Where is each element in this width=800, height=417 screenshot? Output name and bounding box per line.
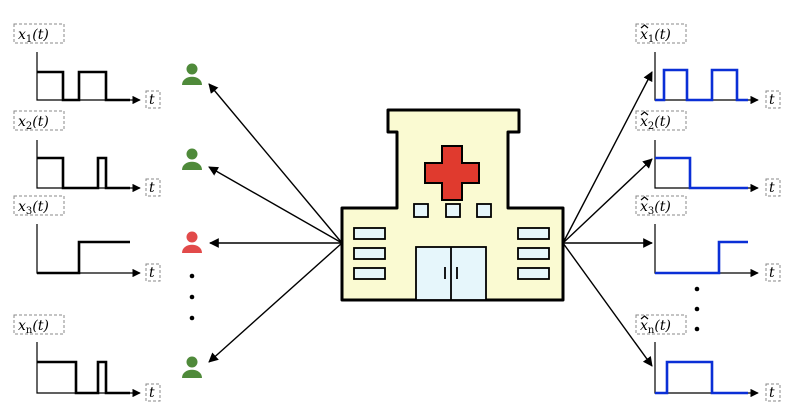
left-signal-1: x1(t) t — [13, 23, 161, 109]
hat-accent — [640, 111, 649, 116]
patients — [182, 63, 202, 378]
axis-t-label: t — [769, 265, 775, 281]
axis — [36, 140, 141, 193]
axis — [654, 52, 759, 105]
axis-t-label: t — [149, 265, 155, 281]
t-label-box — [765, 263, 781, 282]
t-label-box — [145, 263, 161, 282]
arrow-to-patient — [208, 83, 343, 244]
left-signal-3: x3(t) t — [13, 195, 161, 282]
axis-t-label: t — [149, 92, 155, 108]
axis-t-label: t — [149, 385, 155, 401]
right-signals: x1(t) t x2(t) t x3(t) t — [635, 23, 781, 402]
signal-label-box — [635, 110, 687, 131]
signal-label-xhat1: x1(t) — [640, 27, 671, 45]
signal-label-box — [635, 314, 687, 335]
signal-trace — [37, 240, 130, 275]
axis — [654, 342, 759, 398]
axis — [36, 52, 141, 105]
right-signal-1: x1(t) t — [635, 23, 781, 109]
hat-accent — [640, 315, 649, 320]
signal-label-xhatn: xn(t) — [640, 318, 671, 336]
person-icon-alert — [182, 231, 202, 253]
signal-label-box — [13, 23, 65, 44]
t-label-box — [765, 90, 781, 109]
estimated-signal-trace — [655, 360, 748, 395]
arrow-to-patient — [208, 166, 343, 244]
t-label-box — [145, 383, 161, 402]
arrow-to-estimate — [562, 71, 653, 244]
axis — [36, 224, 141, 278]
signal-label-xhat2: x2(t) — [640, 114, 671, 132]
person-icon — [182, 63, 202, 85]
signal-label-box — [13, 314, 65, 335]
right-signal-3: x3(t) t — [635, 195, 781, 282]
left-signal-n: xn(t) t — [13, 314, 161, 402]
arrow-to-estimate — [562, 158, 653, 244]
right-arrows — [562, 71, 653, 367]
signal-trace — [37, 360, 130, 395]
signal-label-x3: x3(t) — [18, 199, 49, 217]
hat-accent — [640, 196, 649, 201]
axis-t-label: t — [769, 92, 775, 108]
upper-windows — [413, 203, 492, 218]
signal-label-box — [13, 195, 65, 216]
right-signal-2: x2(t) t — [635, 110, 781, 197]
estimated-signal-trace — [655, 68, 748, 102]
right-wing-windows — [517, 227, 550, 280]
hospital-icon — [340, 108, 565, 302]
signal-label-box — [635, 195, 687, 216]
left-signals: x1(t) t x2(t) t x3(t) t xn(t) — [13, 23, 161, 402]
arrow-to-estimate — [562, 242, 653, 367]
left-wing-windows — [353, 227, 386, 280]
estimated-signal-trace — [655, 240, 748, 275]
person-icon — [182, 148, 202, 170]
signal-trace — [37, 156, 130, 190]
signal-label-x2: x2(t) — [18, 114, 49, 132]
signal-label-box — [13, 110, 65, 131]
t-label-box — [145, 90, 161, 109]
estimated-signal-trace — [655, 156, 748, 190]
signal-trace — [37, 70, 130, 102]
axis — [654, 224, 759, 278]
axis-t-label: t — [149, 180, 155, 196]
signal-label-box — [635, 23, 687, 44]
axis — [36, 342, 141, 398]
axis — [654, 140, 759, 193]
hat-accent — [640, 24, 649, 29]
t-label-box — [145, 178, 161, 197]
right-signal-n: xn(t) t — [635, 314, 781, 402]
hospital-door — [415, 246, 487, 301]
t-label-box — [765, 383, 781, 402]
signal-label-x1: x1(t) — [18, 27, 49, 45]
signal-label-xhat3: x3(t) — [640, 199, 671, 217]
t-label-box — [765, 178, 781, 197]
signal-label-xn: xn(t) — [18, 318, 49, 336]
ellipsis-dots — [189, 273, 195, 321]
left-signal-2: x2(t) t — [13, 110, 161, 197]
ellipsis-dots — [694, 286, 700, 332]
person-icon — [182, 356, 202, 378]
axis-t-label: t — [769, 180, 775, 196]
medical-cross-icon — [424, 145, 480, 201]
arrow-to-patient — [208, 242, 343, 363]
axis-t-label: t — [769, 385, 775, 401]
left-arrows — [208, 83, 343, 363]
